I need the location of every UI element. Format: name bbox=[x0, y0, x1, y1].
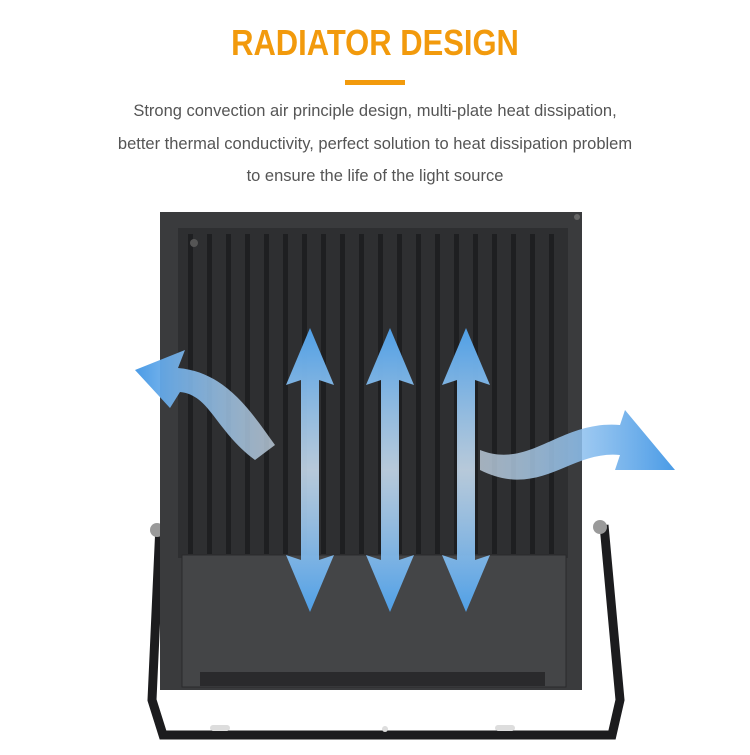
description-line-3: to ensure the life of the light source bbox=[246, 167, 504, 185]
description-line-1: Strong convection air principle design, … bbox=[133, 102, 617, 120]
description-line-2: better thermal conductivity, perfect sol… bbox=[117, 135, 633, 153]
vertical-double-arrow-icon bbox=[442, 328, 490, 612]
light-housing bbox=[160, 212, 582, 690]
fin bbox=[549, 234, 554, 554]
fin bbox=[435, 234, 440, 554]
fin bbox=[511, 234, 516, 554]
wave-arrow-left-icon bbox=[135, 350, 275, 460]
airflow-arrows bbox=[135, 328, 675, 612]
wave-arrow-right-icon bbox=[480, 410, 675, 480]
fin bbox=[321, 234, 326, 554]
vertical-double-arrow-icon bbox=[286, 328, 334, 612]
fin bbox=[492, 234, 497, 554]
mounting-bracket bbox=[147, 520, 625, 740]
fin bbox=[340, 234, 345, 554]
page-title: RADIATOR DESIGN bbox=[231, 22, 519, 63]
vertical-double-arrow-icon bbox=[366, 328, 414, 612]
fin bbox=[454, 234, 459, 554]
fin bbox=[416, 234, 421, 554]
fin bbox=[473, 234, 478, 554]
fin bbox=[264, 234, 269, 554]
fin bbox=[378, 234, 383, 554]
fin bbox=[397, 234, 402, 554]
fin bbox=[283, 234, 288, 554]
title-underline bbox=[345, 80, 405, 85]
fin bbox=[359, 234, 364, 554]
fin bbox=[530, 234, 535, 554]
fin bbox=[245, 234, 250, 554]
